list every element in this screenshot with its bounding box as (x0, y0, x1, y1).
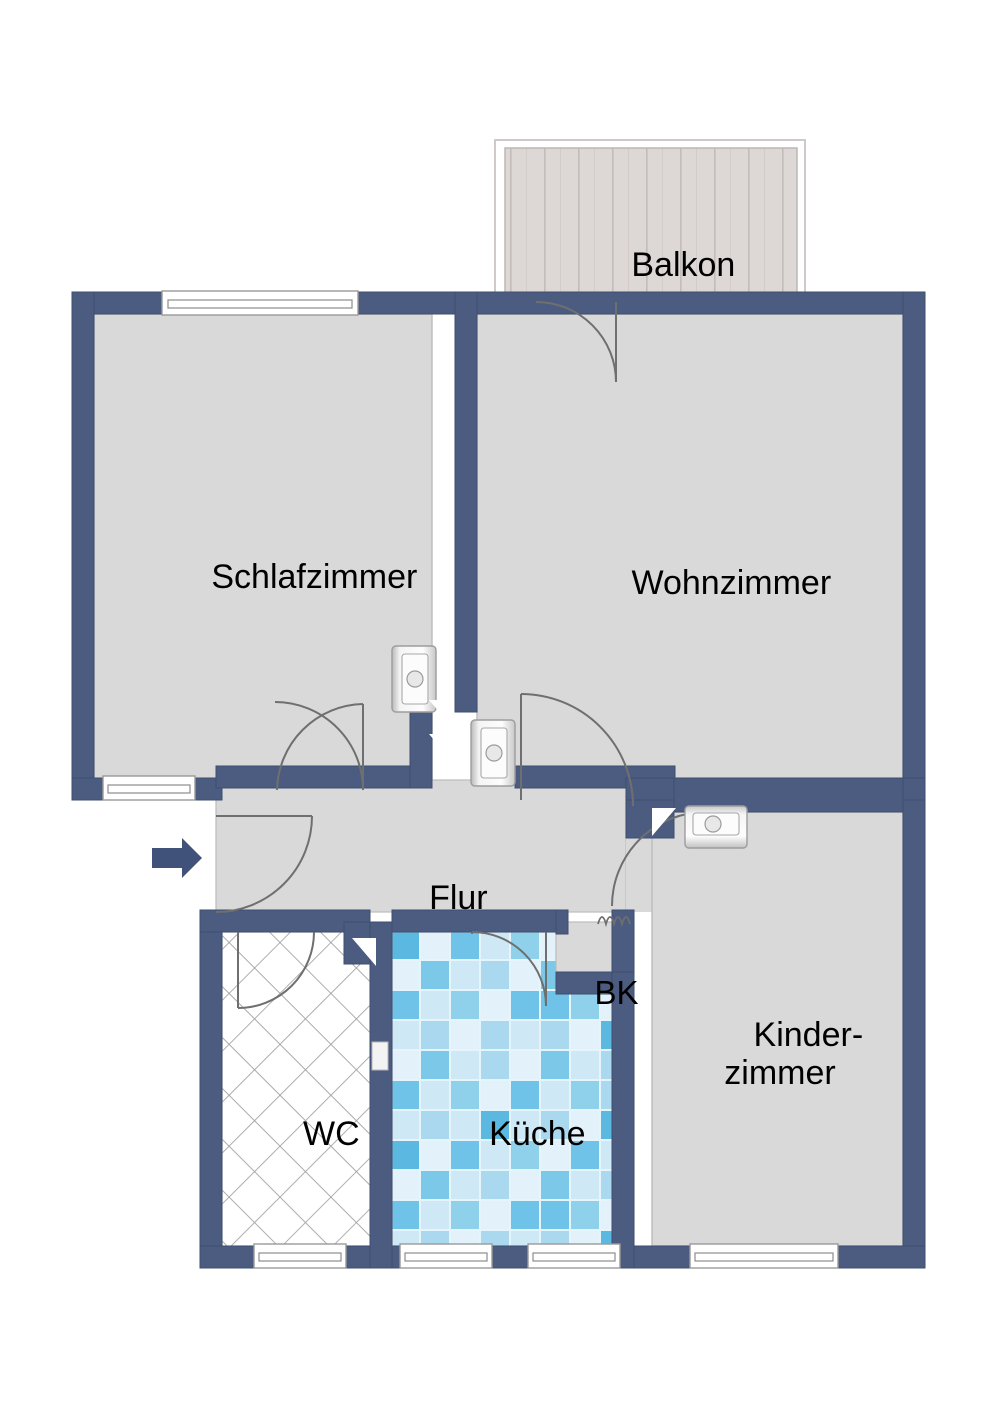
wall-kueche-top (391, 909, 557, 933)
window-kinderzimmer (689, 1243, 839, 1269)
flue-mark-d (352, 938, 376, 966)
wall-left-upper (71, 291, 95, 801)
window-schlafzimmer-top (161, 290, 359, 316)
flue-mark-a (429, 700, 453, 728)
wall-wc-top (199, 909, 371, 933)
flue-marks (352, 700, 676, 966)
room-floor-kinderzimmer (651, 811, 904, 1247)
radiator-flur (470, 719, 516, 787)
wall-schlaf-wohn (454, 291, 478, 713)
door-schlafzimmer-arc (276, 703, 364, 791)
wall-left-lower (199, 909, 223, 1269)
door-wc (237, 931, 315, 1009)
radiators (391, 645, 748, 849)
radiator-schlafzimmer (391, 645, 437, 713)
bk-sliding-door-coil (597, 916, 631, 928)
room-floor-wohnzimmer (476, 313, 904, 781)
flue-mark-b (429, 734, 453, 762)
door-kueche (471, 931, 547, 1007)
room-floor-wc (221, 931, 383, 1247)
flue-mark-c (652, 808, 676, 836)
door-jamb-wc (371, 1041, 389, 1071)
window-kueche-right (527, 1243, 621, 1269)
window-kueche-left (399, 1243, 493, 1269)
wall-flur-vert-stub (409, 699, 433, 789)
window-wc-bottom (253, 1243, 347, 1269)
door-wohnzimmer (520, 693, 634, 807)
window-schlafzimmer-bottom (102, 775, 196, 801)
wall-bk-left (555, 909, 569, 935)
radiator-kinderzimmer (684, 805, 748, 849)
door-balkon (535, 301, 617, 383)
wall-wc-kueche (369, 921, 393, 1269)
room-floor-flur (215, 779, 627, 913)
wall-flur-top-left (215, 765, 417, 789)
balcony-area (494, 139, 806, 303)
door-entry (215, 815, 313, 913)
wall-kueche-kinder (611, 971, 635, 1269)
entry-arrow (152, 838, 202, 878)
windows (102, 290, 839, 1269)
room-floor-schlafzimmer (93, 313, 433, 781)
